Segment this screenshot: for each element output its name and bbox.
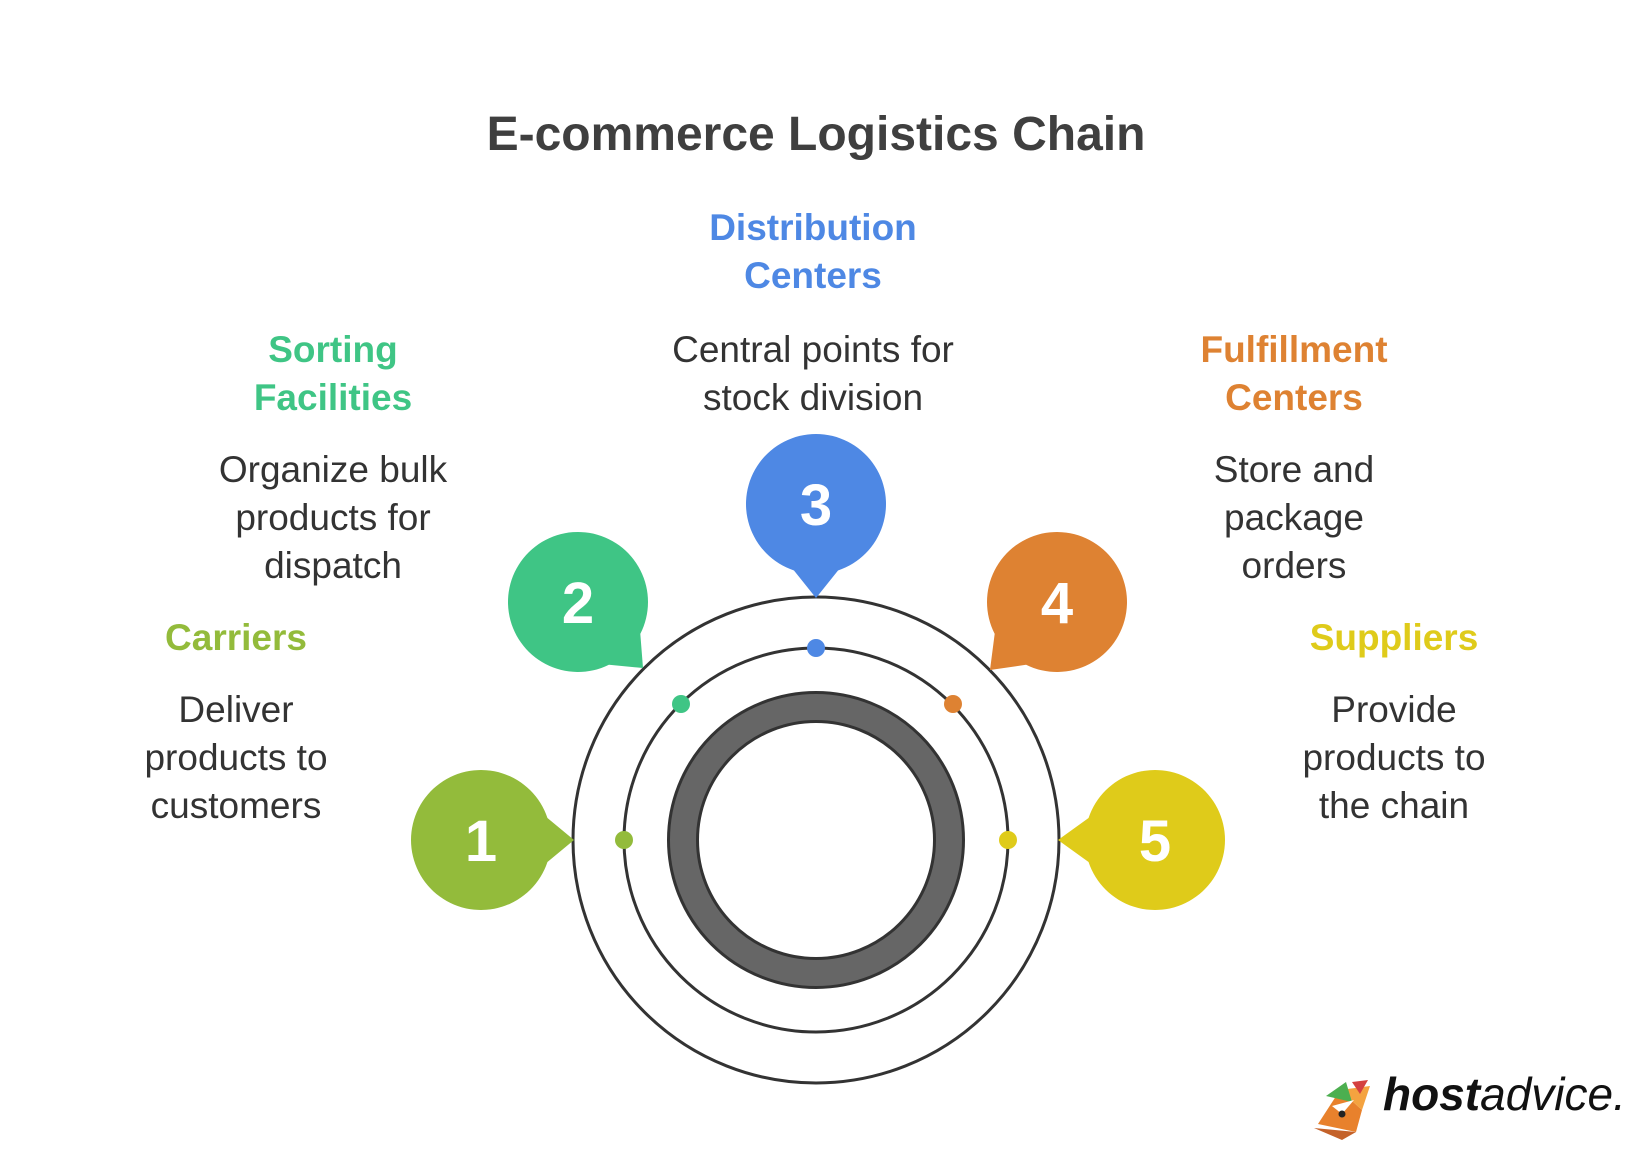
stage-heading-suppliers: Suppliers	[1310, 617, 1479, 658]
stage-dot-fulfillment-centers	[944, 695, 962, 713]
stage-heading-sorting-facilities: Sorting	[268, 329, 397, 370]
stage-description-fulfillment-centers: package	[1224, 497, 1364, 538]
stage-bubble-sorting-facilities	[507, 532, 648, 673]
stage-description-suppliers: the chain	[1319, 785, 1469, 826]
stage-dot-distribution-centers	[807, 639, 825, 657]
stage-description-carriers: products to	[144, 737, 327, 778]
stage-description-suppliers: products to	[1302, 737, 1485, 778]
outer-ring	[571, 595, 1061, 1085]
stage-marker-suppliers: 5	[999, 769, 1225, 910]
stage-description-distribution-centers: Central points for	[672, 329, 954, 370]
stage-description-suppliers: Provide	[1331, 689, 1456, 730]
stage-description-fulfillment-centers: Store and	[1214, 449, 1374, 490]
hostadvice-logo: hostadvice.	[1314, 1068, 1626, 1140]
stage-dot-sorting-facilities	[672, 695, 690, 713]
stage-description-sorting-facilities: dispatch	[264, 545, 402, 586]
stage-description-sorting-facilities: Organize bulk	[219, 449, 448, 490]
stage-description-fulfillment-centers: orders	[1242, 545, 1347, 586]
stage-bubble-carriers	[411, 769, 574, 911]
stage-bubble-suppliers	[1058, 769, 1225, 910]
stage-description-distribution-centers: stock division	[703, 377, 923, 418]
stage-marker-carriers: 1	[411, 769, 633, 911]
stage-description-carriers: customers	[151, 785, 322, 826]
fox-mascot-icon	[1314, 1080, 1370, 1140]
stage-bubble-fulfillment-centers	[987, 532, 1128, 673]
stage-marker-distribution-centers: 3	[746, 434, 886, 657]
stage-heading-distribution-centers: Distribution	[709, 207, 917, 248]
stage-marker-fulfillment-centers: 4	[944, 532, 1128, 713]
stage-markers: 1 2 3 4 5	[411, 434, 1225, 911]
stage-number-suppliers: 5	[1139, 809, 1171, 874]
page-title: E-commerce Logistics Chain	[487, 108, 1146, 161]
stage-description-carriers: Deliver	[178, 689, 293, 730]
stage-heading-fulfillment-centers: Fulfillment	[1200, 329, 1387, 370]
stage-dot-suppliers	[999, 831, 1017, 849]
stage-dot-carriers	[615, 831, 633, 849]
stage-bubble-distribution-centers	[746, 434, 886, 598]
stage-number-sorting-facilities: 2	[562, 571, 594, 636]
stage-number-fulfillment-centers: 4	[1041, 571, 1073, 636]
core-ring-fill	[670, 694, 962, 986]
stage-number-carriers: 1	[465, 809, 497, 874]
stage-heading-sorting-facilities: Facilities	[254, 377, 412, 418]
stage-heading-distribution-centers: Centers	[744, 255, 882, 296]
ring-group	[571, 595, 1061, 1085]
stage-heading-fulfillment-centers: Centers	[1225, 377, 1363, 418]
stage-marker-sorting-facilities: 2	[507, 532, 690, 713]
stage-description-sorting-facilities: products for	[235, 497, 430, 538]
stage-number-distribution-centers: 3	[800, 473, 832, 538]
stage-heading-carriers: Carriers	[165, 617, 307, 658]
logo-wordmark: hostadvice.	[1383, 1068, 1626, 1120]
